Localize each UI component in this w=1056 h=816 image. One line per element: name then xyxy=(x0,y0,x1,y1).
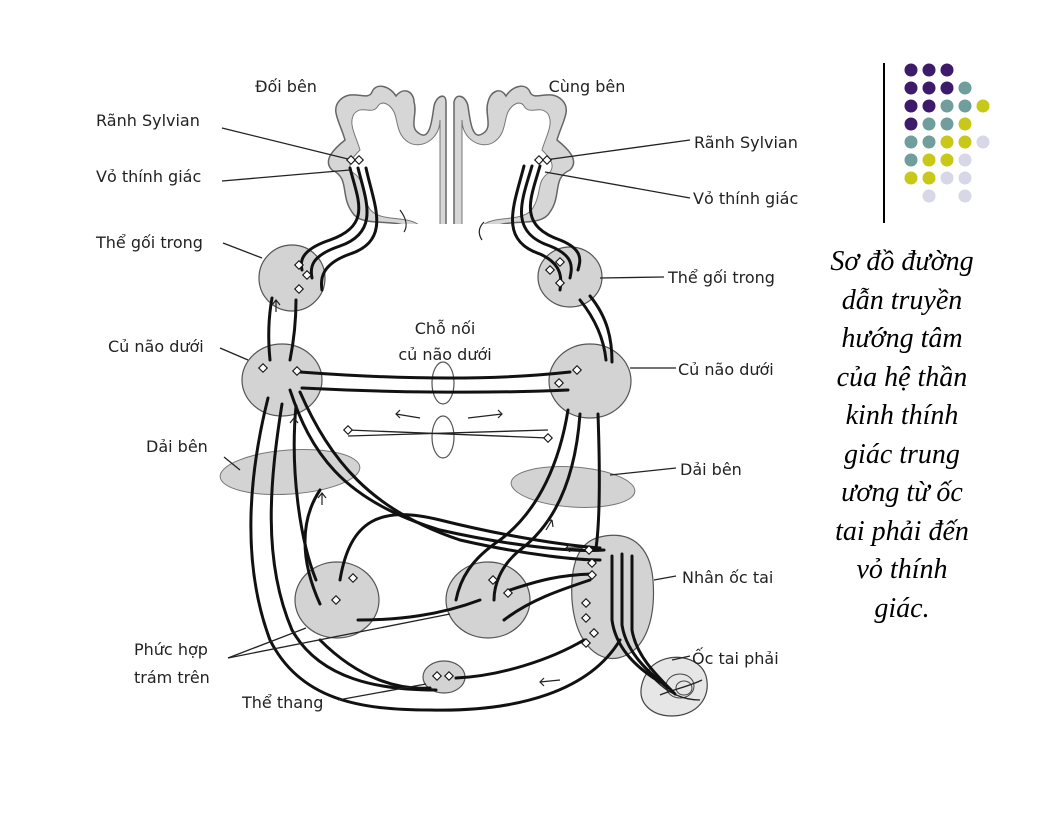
decor-dot xyxy=(940,171,954,185)
decor-dot xyxy=(958,171,972,185)
decor-dot xyxy=(958,189,972,203)
decor-dot xyxy=(904,99,918,113)
decor-dot xyxy=(940,117,954,131)
decor-dot xyxy=(922,189,936,203)
label-sylvian-left: Rãnh Sylvian xyxy=(96,111,200,130)
decor-dot xyxy=(940,63,954,77)
decor-dot xyxy=(904,171,918,185)
label-ipsilateral: Cùng bên xyxy=(549,77,626,96)
decor-dot xyxy=(922,117,936,131)
decor-dot xyxy=(940,81,954,95)
decor-dot xyxy=(904,117,918,131)
decor-dot xyxy=(922,81,936,95)
decor-dot xyxy=(940,135,954,149)
decor-dot xyxy=(958,135,972,149)
decor-dot xyxy=(922,63,936,77)
label-cochlea: Ốc tai phải xyxy=(692,647,779,668)
decor-dot xyxy=(922,135,936,149)
label-cortex-right: Vỏ thính giác xyxy=(693,189,798,208)
label-lemniscus-left: Dải bên xyxy=(146,437,208,456)
decor-dot xyxy=(958,117,972,131)
decor-dot xyxy=(904,153,918,167)
decor-dot xyxy=(904,81,918,95)
decor-dot xyxy=(958,153,972,167)
decor-dot xyxy=(958,99,972,113)
label-ic-right: Củ não dưới xyxy=(678,360,774,379)
decor-dot xyxy=(922,99,936,113)
cochlea-icon xyxy=(640,656,708,717)
decor-dot xyxy=(904,135,918,149)
inferior-colliculus-right xyxy=(548,343,632,419)
decor-dot xyxy=(940,153,954,167)
label-mgb-right: Thể gối trong xyxy=(667,268,775,287)
label-commissure-1: Chỗ nối xyxy=(415,319,476,338)
label-olive-1: Phức hợp xyxy=(134,640,208,659)
decor-dot xyxy=(940,99,954,113)
decor-dot xyxy=(958,81,972,95)
superior-olive-right xyxy=(445,561,531,639)
decor-dot xyxy=(922,171,936,185)
label-ic-left: Củ não dưới xyxy=(108,337,204,356)
medial-geniculate-left xyxy=(258,244,326,312)
nerve-tracts xyxy=(219,127,691,712)
label-cortex-left: Vỏ thính giác xyxy=(96,167,201,186)
label-olive-2: trám trên xyxy=(134,668,210,687)
label-commissure-2: củ não dưới xyxy=(398,345,491,364)
neuron-cells xyxy=(257,154,600,682)
decorative-vertical-line xyxy=(883,63,885,223)
decor-dot xyxy=(904,63,918,77)
label-trapezoid: Thể thang xyxy=(241,693,323,712)
label-lemniscus-right: Dải bên xyxy=(680,460,742,479)
decor-dot xyxy=(976,99,990,113)
slide-caption: Sơ đồ đường dẫn truyền hướng tâm của hệ … xyxy=(830,246,974,624)
label-cochlear-nucleus: Nhân ốc tai xyxy=(682,568,773,587)
lateral-lemniscus-right xyxy=(510,466,636,508)
commissure-loop-lower xyxy=(431,415,455,459)
label-mgb-left: Thể gối trong xyxy=(95,233,203,252)
label-contralateral: Đối bên xyxy=(255,77,317,96)
label-sylvian-right: Rãnh Sylvian xyxy=(694,133,798,152)
direction-arrows xyxy=(271,209,582,687)
decor-dot xyxy=(976,135,990,149)
decor-dot xyxy=(922,153,936,167)
